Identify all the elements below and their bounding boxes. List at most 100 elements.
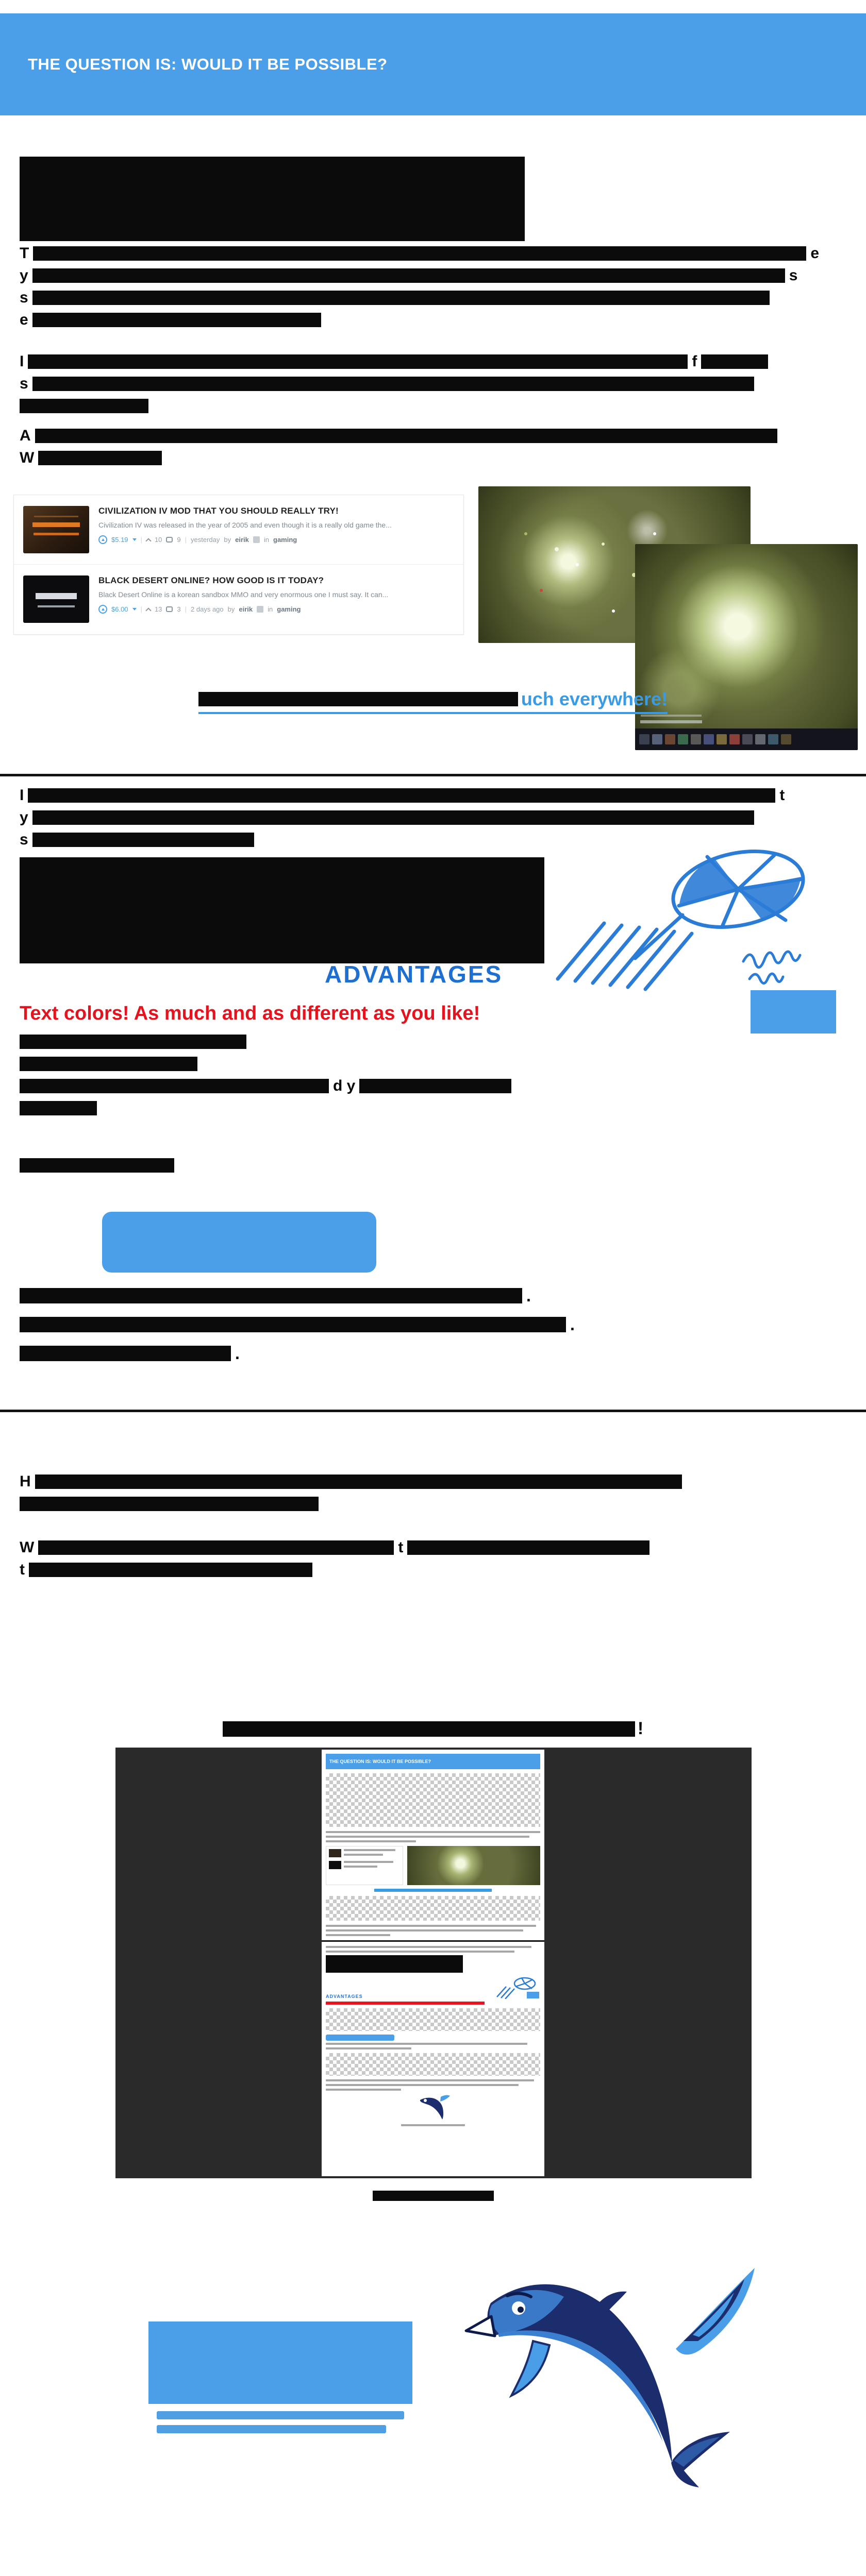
dolphin-wing-fin: [676, 2268, 755, 2355]
redacted-text-line: [28, 788, 776, 803]
post-excerpt: Black Desert Online is a korean sandbox …: [98, 590, 389, 599]
by-label: by: [224, 536, 231, 544]
text-fragment: s: [20, 375, 28, 392]
vote-count[interactable]: 13: [154, 605, 162, 613]
upvote-icon[interactable]: [98, 535, 107, 544]
reputation-badge-icon: [253, 536, 260, 543]
text-fragment: d y: [333, 1077, 356, 1094]
advantages-heading: ADVANTAGES: [325, 961, 503, 988]
post-title: THE QUESTION IS: WOULD IT BE POSSIBLE?: [28, 55, 388, 73]
mini-post-list: [326, 1846, 403, 1885]
text-fragment: t: [398, 1539, 404, 1556]
screenshot-caption: !: [0, 1719, 866, 1739]
post-list-item[interactable]: BLACK DESERT ONLINE? HOW GOOD IS IT TODA…: [14, 564, 463, 634]
redacted-text-line: [32, 833, 254, 847]
transparency-checker-block: [326, 2008, 540, 2031]
mini-dolphin: [420, 2095, 450, 2120]
by-label: by: [227, 605, 235, 613]
text-fragment: y: [20, 809, 28, 826]
redacted-text-line: [20, 1317, 566, 1332]
comment-count[interactable]: 3: [177, 605, 181, 613]
text-fragment: e: [20, 311, 28, 328]
mini-horizontal-rule: [322, 1940, 544, 1942]
images-caption-link[interactable]: uch everywhere!: [198, 688, 668, 714]
post-link-title[interactable]: BLACK DESERT ONLINE? HOW GOOD IS IT TODA…: [98, 575, 324, 585]
redacted-text-line: [32, 313, 321, 327]
redacted-text-line: [20, 1101, 97, 1115]
payout-amount[interactable]: $5.19: [111, 536, 128, 544]
text-fragment: T: [20, 245, 29, 262]
text-fragment: s: [20, 831, 28, 848]
redacted-text-line: [20, 1158, 174, 1173]
in-label: in: [268, 605, 273, 613]
redacted-text-line: [20, 1346, 231, 1361]
author-link[interactable]: eirik: [235, 536, 249, 544]
paragraph-single-line: [20, 1158, 850, 1180]
transparency-checker-block: [326, 1896, 540, 1921]
redacted-text-line: [35, 429, 777, 443]
paragraph-colors: d y: [20, 1035, 850, 1123]
tag-link[interactable]: gaming: [277, 605, 301, 613]
redacted-paragraph-block: [20, 857, 544, 963]
comments-icon[interactable]: [166, 537, 173, 543]
payout-amount[interactable]: $6.00: [111, 605, 128, 613]
payout-caret-icon[interactable]: [132, 538, 137, 541]
redacted-text-line: [28, 354, 688, 369]
text-fragment: .: [526, 1286, 531, 1305]
post-header-bar: THE QUESTION IS: WOULD IT BE POSSIBLE?: [0, 13, 866, 115]
screenshot-subcaption: [0, 2191, 866, 2204]
redacted-text-line: [222, 1721, 635, 1737]
author-link[interactable]: eirik: [239, 605, 253, 613]
meta-separator: |: [140, 605, 142, 613]
mini-caption-line: [374, 1889, 492, 1892]
game-screenshot-2: [635, 544, 858, 750]
redacted-text-line: [20, 1079, 329, 1093]
mini-game-screenshot: [407, 1846, 540, 1885]
redacted-text-line: [359, 1079, 512, 1093]
meta-separator: |: [140, 536, 142, 544]
paragraph-5: H: [20, 1473, 850, 1519]
post-thumbnail[interactable]: [23, 506, 89, 553]
post-link-title[interactable]: CIVILIZATION IV MOD THAT YOU SHOULD REAL…: [98, 506, 339, 516]
text-fragment: s: [789, 267, 798, 284]
post-age: yesterday: [191, 536, 220, 544]
transparency-checker-block: [326, 1773, 540, 1827]
redacted-text-line: [32, 377, 754, 391]
redacted-heading-block: [20, 157, 525, 241]
text-fragment: I: [20, 787, 24, 804]
vote-count[interactable]: 10: [154, 536, 162, 544]
text-fragment: I: [20, 353, 24, 370]
comments-icon[interactable]: [166, 606, 173, 612]
mini-redacted-block: [326, 1955, 463, 1973]
redacted-text-line: [198, 692, 518, 706]
embedded-post-list: CIVILIZATION IV MOD THAT YOU SHOULD REAL…: [13, 495, 464, 635]
redacted-blue-text-line: [157, 2411, 404, 2419]
blue-rectangle: [148, 2321, 412, 2404]
transparency-checker-block: [326, 2053, 540, 2076]
upvote-icon[interactable]: [98, 605, 107, 614]
blue-highlight-box: [102, 1212, 376, 1273]
meta-separator: |: [185, 536, 187, 544]
tag-link[interactable]: gaming: [273, 536, 297, 544]
votes-icon[interactable]: [145, 607, 152, 614]
post-excerpt: Civilization IV was released in the year…: [98, 521, 392, 529]
mini-page: THE QUESTION IS: WOULD IT BE POSSIBLE? A…: [322, 1750, 544, 2176]
post-list-item[interactable]: CIVILIZATION IV MOD THAT YOU SHOULD REAL…: [14, 495, 463, 564]
redacted-text-line: [38, 1540, 394, 1555]
redacted-text-line: [20, 1035, 246, 1049]
text-fragment: e: [810, 245, 820, 262]
text-fragment: t: [20, 1561, 25, 1578]
text-fragment: .: [570, 1315, 575, 1334]
post-thumbnail[interactable]: [23, 575, 89, 623]
redacted-text-line: [29, 1563, 312, 1577]
redacted-blue-text-line: [157, 2425, 386, 2433]
comment-count[interactable]: 9: [177, 536, 181, 544]
votes-icon[interactable]: [145, 537, 152, 544]
horizontal-rule: [0, 1410, 866, 1412]
game-chat-lines: [640, 720, 702, 723]
payout-caret-icon[interactable]: [132, 608, 137, 611]
text-fragment: s: [20, 289, 28, 306]
text-fragment: H: [20, 1473, 31, 1490]
redacted-text-line: [38, 451, 162, 465]
